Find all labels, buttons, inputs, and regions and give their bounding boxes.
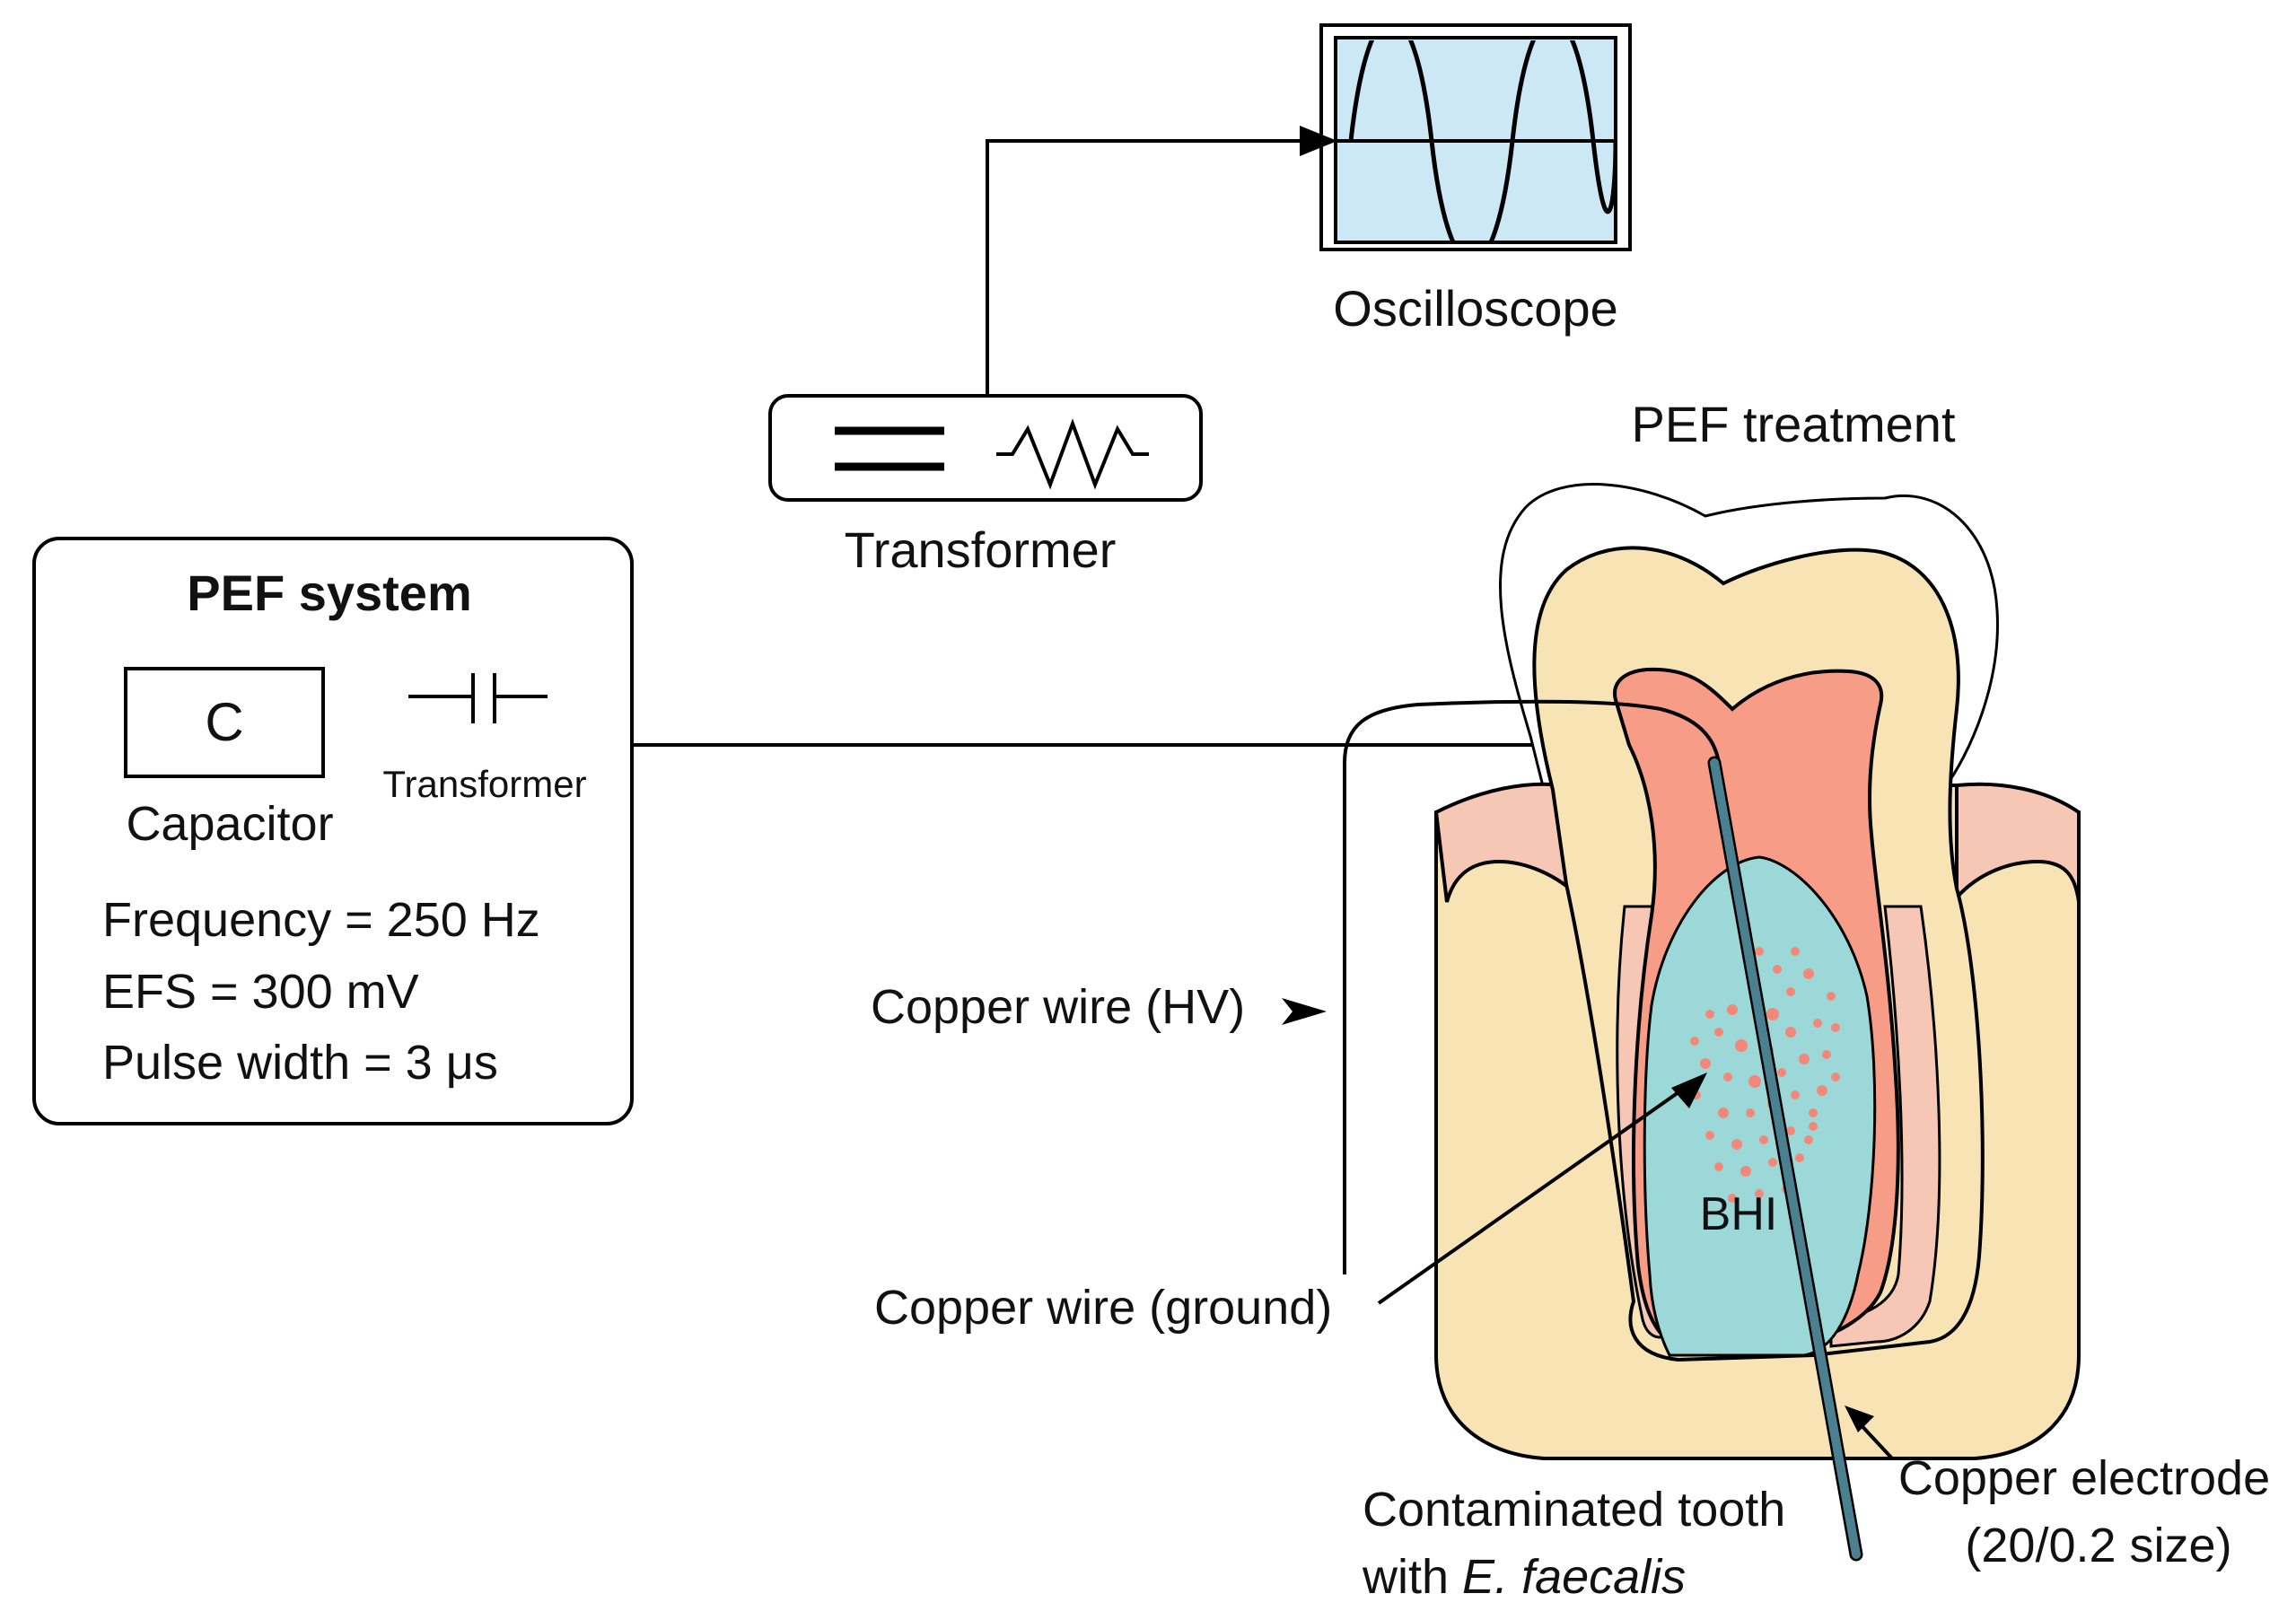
pointer-electrode-arrowhead-icon <box>1845 1405 1874 1432</box>
bhi-label: BHI <box>1700 1188 1778 1240</box>
label-copper-wire-hv: Copper wire (HV) <box>871 980 1245 1034</box>
hv-arrow-icon <box>1282 998 1327 1025</box>
pef-system-title: PEF system <box>187 565 472 621</box>
wire-transformer-to-oscilloscope <box>986 136 1319 395</box>
transformer-box <box>768 394 1203 502</box>
gum-right <box>1955 782 2081 903</box>
param-frequency: Frequency = 250 Hz <box>102 893 540 947</box>
param-pulse-width: Pulse width = 3 μs <box>102 1036 498 1090</box>
pef-system-panel: PEF system C Capacitor Transformer Frequ… <box>32 537 634 1125</box>
label-tooth-2: with E. faecalis <box>1362 1550 1686 1604</box>
label-tooth-2-prefix: with <box>1362 1550 1462 1604</box>
tooth-illustration: BHI <box>1343 483 2081 1562</box>
pointer-ground <box>1377 1084 1689 1305</box>
pef-treatment-label: PEF treatment <box>1631 396 1955 452</box>
label-copper-electrode-1: Copper electrode <box>1898 1451 2270 1505</box>
param-efs: EFS = 300 mV <box>102 965 419 1019</box>
capacitor-label: Capacitor <box>126 797 333 851</box>
copper-electrode-fill <box>1710 758 1861 1559</box>
oscilloscope-label: Oscilloscope <box>1333 280 1617 337</box>
capacitor-box <box>124 667 325 778</box>
label-tooth-2-species: E. faecalis <box>1462 1550 1686 1604</box>
pef-transformer-label: Transformer <box>382 763 586 805</box>
sine-wave <box>1348 40 1614 241</box>
gum-left <box>1433 782 1582 903</box>
capacitor-symbol: C <box>205 692 243 752</box>
wire-ground-loop <box>1343 699 1721 1274</box>
label-tooth-1: Contaminated tooth <box>1363 1483 1785 1537</box>
pointer-ground-arrowhead-icon <box>1671 1073 1707 1108</box>
bhi-medium <box>1643 855 1877 1357</box>
resistor-icon <box>996 418 1149 490</box>
transformer: Transformer <box>768 394 1203 578</box>
capacitor-symbol-icon <box>408 673 548 723</box>
transformer-label: Transformer <box>845 521 1117 578</box>
oscilloscope: Oscilloscope <box>1319 23 1632 337</box>
label-copper-electrode-2: (20/0.2 size) <box>1965 1519 2231 1572</box>
arrowhead-icon <box>1300 126 1337 156</box>
label-copper-wire-ground: Copper wire (ground) <box>874 1281 1332 1335</box>
